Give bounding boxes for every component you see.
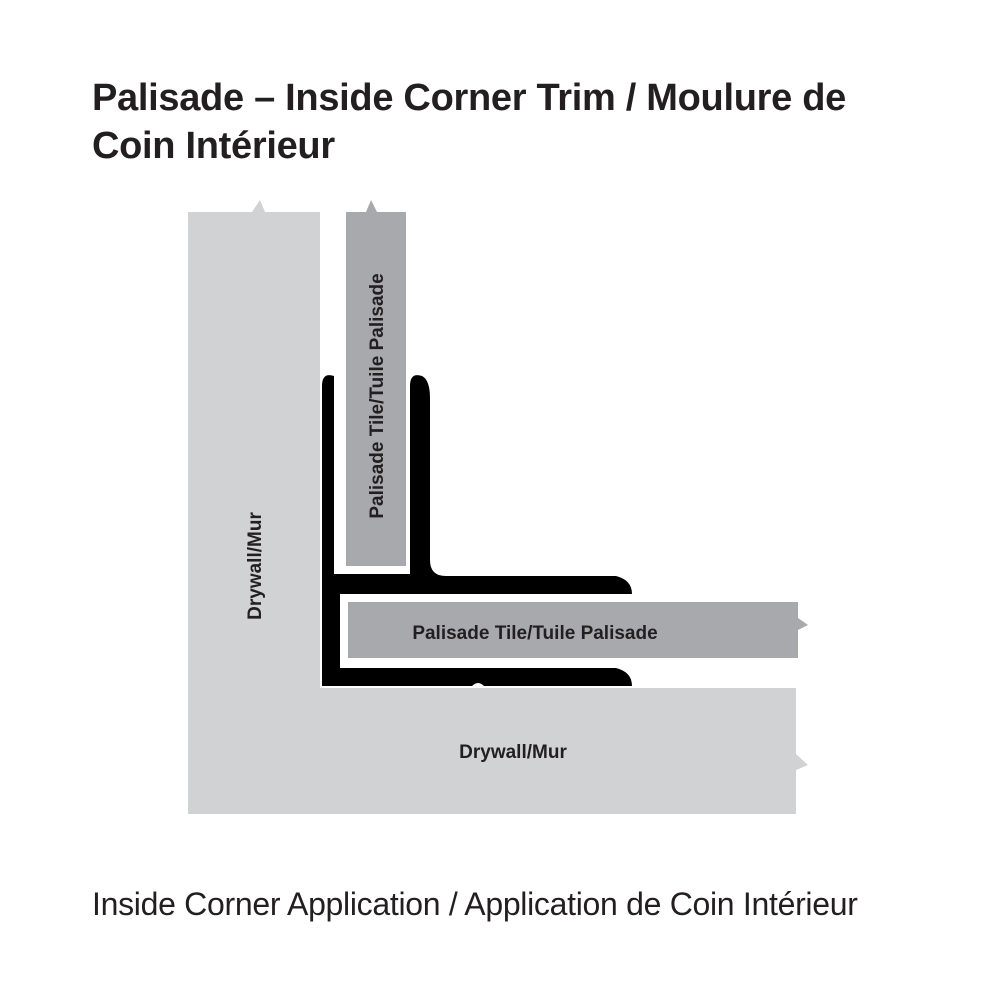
title-line-1: Palisade – Inside Corner Trim / Moulure …	[92, 77, 846, 119]
drywall-horizontal-label: Drywall/Mur	[459, 742, 567, 763]
tile-horizontal-shape	[348, 602, 808, 658]
tile-vertical-label: Palisade Tile/Tuile Palisade	[367, 273, 388, 518]
drywall-shape	[188, 200, 808, 814]
page-title: Palisade – Inside Corner Trim / Moulure …	[92, 74, 912, 170]
tile-vertical-shape	[346, 200, 406, 566]
drywall-vertical-label: Drywall/Mur	[245, 512, 266, 620]
diagram-caption: Inside Corner Application / Application …	[92, 886, 858, 922]
title-line-2: Coin Intérieur	[92, 125, 335, 167]
tile-horizontal-label: Palisade Tile/Tuile Palisade	[412, 623, 657, 644]
